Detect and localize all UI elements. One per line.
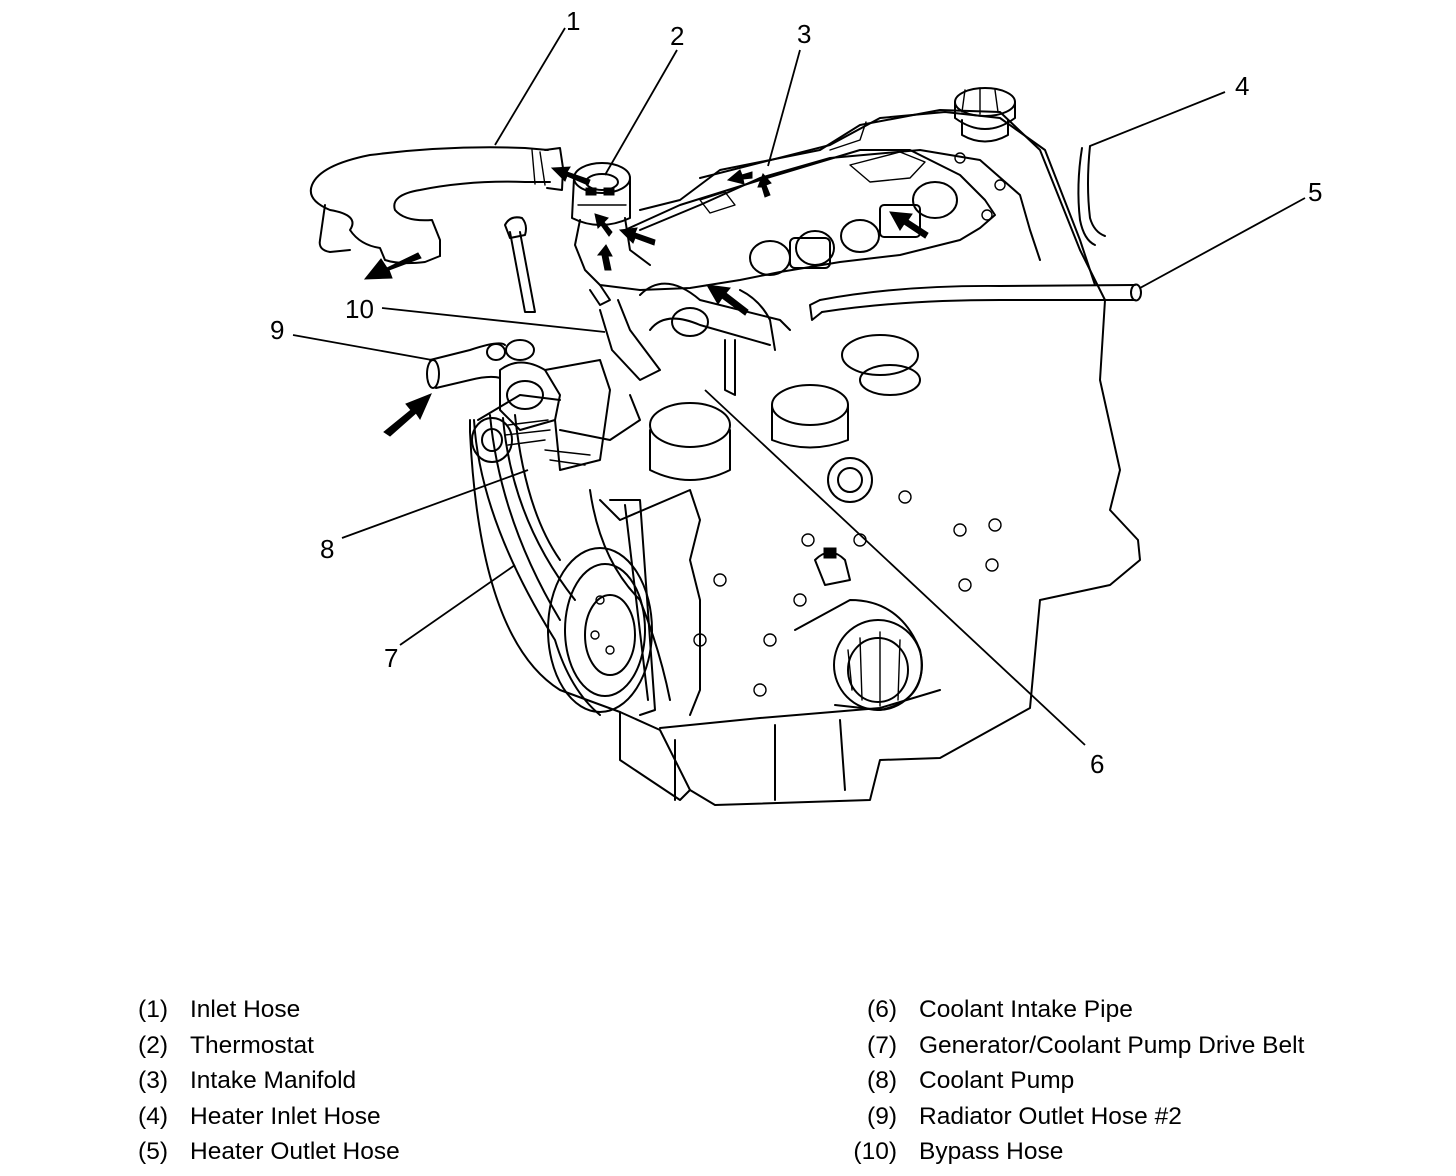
oil-filler-cap bbox=[954, 87, 1016, 143]
heater-outlet-hose-shape bbox=[809, 283, 1142, 321]
legend-item: (6) Coolant Intake Pipe bbox=[840, 992, 1304, 1028]
arrow-icon bbox=[726, 169, 753, 185]
legend-number: (8) bbox=[867, 1067, 897, 1094]
legend-number: (4) bbox=[138, 1102, 168, 1130]
legend-item: (3) Intake Manifold bbox=[110, 1063, 400, 1099]
callout-numbers: 1 2 3 4 5 6 7 8 9 10 bbox=[270, 6, 1322, 779]
arrow-icon bbox=[889, 211, 929, 239]
legend-number: (10) bbox=[853, 1138, 897, 1165]
legend-number: (1) bbox=[138, 996, 168, 1023]
legend-label: Generator/Coolant Pump Drive Belt bbox=[919, 1031, 1305, 1059]
intake-manifold-shape bbox=[624, 149, 996, 291]
dipstick-and-bypass-shape bbox=[504, 216, 661, 381]
legend-column-left: (1) Inlet Hose (2) Thermostat (3) Intake… bbox=[110, 992, 400, 1170]
callout-5: 5 bbox=[1308, 177, 1322, 207]
legend-column-right: (6) Coolant Intake Pipe (7) Generator/Co… bbox=[840, 992, 1304, 1170]
legend-item: (4) Heater Inlet Hose bbox=[110, 1099, 400, 1135]
legend-number: (7) bbox=[867, 1031, 897, 1059]
legend-number: (6) bbox=[867, 996, 897, 1023]
callout-9: 9 bbox=[270, 315, 284, 345]
legend-label: Coolant Intake Pipe bbox=[919, 996, 1133, 1023]
oil-filter bbox=[794, 599, 923, 711]
arrow-icon bbox=[363, 252, 422, 280]
legend-number: (2) bbox=[138, 1031, 168, 1059]
callout-3: 3 bbox=[797, 19, 811, 49]
heater-inlet-hose-shape bbox=[1077, 145, 1106, 246]
legend-number: (9) bbox=[867, 1102, 897, 1130]
legend-label: Thermostat bbox=[190, 1031, 314, 1059]
legend-item: (2) Thermostat bbox=[110, 1028, 400, 1064]
drive-belt-shape bbox=[471, 394, 656, 716]
legend-label: Inlet Hose bbox=[190, 996, 301, 1023]
coolant-pump-shape bbox=[486, 339, 641, 471]
legend-number: (5) bbox=[138, 1138, 168, 1165]
callout-8: 8 bbox=[320, 534, 334, 564]
callout-7: 7 bbox=[384, 643, 398, 673]
legend-item: (10) Bypass Hose bbox=[840, 1134, 1304, 1170]
arrow-icon bbox=[383, 393, 432, 437]
inlet-hose-shape bbox=[309, 146, 564, 265]
arrow-icon bbox=[706, 284, 749, 316]
engine-cooling-diagram: 1 2 3 4 5 6 7 8 9 10 bbox=[270, 6, 1322, 806]
coolant-flow-arrows bbox=[363, 166, 929, 437]
legend-label: Heater Inlet Hose bbox=[190, 1102, 381, 1130]
legend-label: Coolant Pump bbox=[919, 1067, 1075, 1094]
legend-label: Radiator Outlet Hose #2 bbox=[919, 1102, 1182, 1130]
block-bolts bbox=[693, 179, 1006, 697]
callout-2: 2 bbox=[670, 21, 684, 51]
legend-item: (9) Radiator Outlet Hose #2 bbox=[840, 1099, 1304, 1135]
legend-item: (8) Coolant Pump bbox=[840, 1063, 1304, 1099]
parts-legend: (1) Inlet Hose (2) Thermostat (3) Intake… bbox=[0, 992, 1456, 1172]
leader-lines bbox=[292, 27, 1306, 746]
legend-item: (5) Heater Outlet Hose bbox=[110, 1134, 400, 1170]
arrow-icon bbox=[596, 244, 613, 271]
arrow-icon bbox=[757, 173, 772, 198]
legend-item: (7) Generator/Coolant Pump Drive Belt bbox=[840, 1028, 1304, 1064]
callout-1: 1 bbox=[566, 6, 580, 36]
callout-4: 4 bbox=[1235, 71, 1249, 101]
legend-label: Heater Outlet Hose bbox=[190, 1138, 400, 1165]
legend-number: (3) bbox=[138, 1067, 168, 1094]
legend-item: (1) Inlet Hose bbox=[110, 992, 400, 1028]
callout-10: 10 bbox=[345, 294, 374, 324]
radiator-outlet-hose-shape bbox=[426, 342, 506, 389]
engine-illustration bbox=[309, 87, 1142, 806]
arrow-icon bbox=[550, 166, 591, 186]
legend-label: Bypass Hose bbox=[919, 1138, 1064, 1165]
coolant-intake-pipe-shape bbox=[639, 282, 791, 396]
arrow-icon bbox=[594, 213, 613, 237]
cylinder-bores bbox=[649, 334, 921, 481]
arrow-icon bbox=[618, 227, 656, 246]
legend-label: Intake Manifold bbox=[190, 1067, 357, 1094]
crankshaft-pulley bbox=[547, 547, 653, 713]
callout-6: 6 bbox=[1090, 749, 1104, 779]
